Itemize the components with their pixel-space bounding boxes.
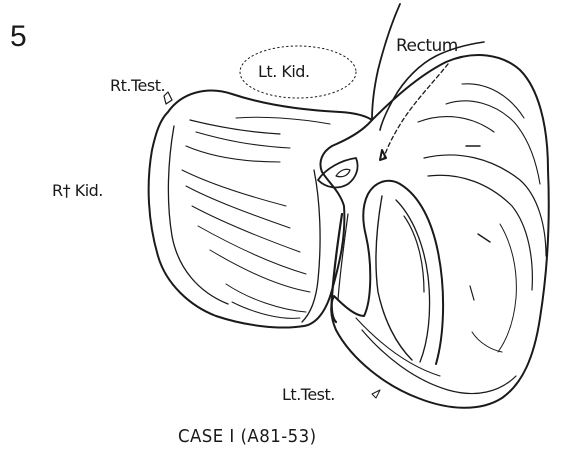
left-lobe-inner-contour xyxy=(196,132,290,148)
right-lobe-inner-contour xyxy=(446,101,540,184)
right-lobe-inner-contour xyxy=(362,330,516,394)
central-marker xyxy=(380,150,386,160)
lt-kid-label: Lt. Kid. xyxy=(258,64,310,80)
left-lobe-inner-contour xyxy=(302,170,320,322)
rectum-dashed-line xyxy=(384,64,448,158)
rectum-line xyxy=(372,4,400,120)
right-lobe-inner-contour xyxy=(498,224,516,352)
right-lobe-inner-contour xyxy=(472,332,502,352)
right-lobe-inner-contour xyxy=(356,318,440,376)
right-lobe-inner-contour xyxy=(428,175,532,290)
left-lobe-inner-contour xyxy=(192,206,300,252)
left-lobe-inner-contour xyxy=(182,170,286,206)
rt-kid-label: R† Kid. xyxy=(52,183,103,199)
rt-test-marker xyxy=(164,92,172,104)
figure-number: 5 xyxy=(10,22,27,52)
left-lobe-inner-contour xyxy=(236,117,330,124)
central-structure-inner xyxy=(336,169,350,177)
left-lobe-inner-contour xyxy=(186,146,280,162)
lt-test-label: Lt.Test. xyxy=(282,387,335,403)
right-lobe-inner-contour xyxy=(478,234,490,242)
central-structure-outline xyxy=(318,158,358,187)
right-lobe-inner-contour xyxy=(418,117,494,132)
figure-caption: CASE I (A81-53) xyxy=(178,428,317,446)
right-lobe-inner-contour xyxy=(470,286,474,300)
right-lobe-inner-contour xyxy=(396,200,430,362)
rectum-label: Rectum xyxy=(396,38,458,55)
left-lobe-inner-contour xyxy=(168,126,228,304)
lt-test-marker xyxy=(372,390,380,398)
left-lobe-inner-contour xyxy=(190,120,280,134)
rt-test-label: Rt.Test. xyxy=(110,78,165,94)
